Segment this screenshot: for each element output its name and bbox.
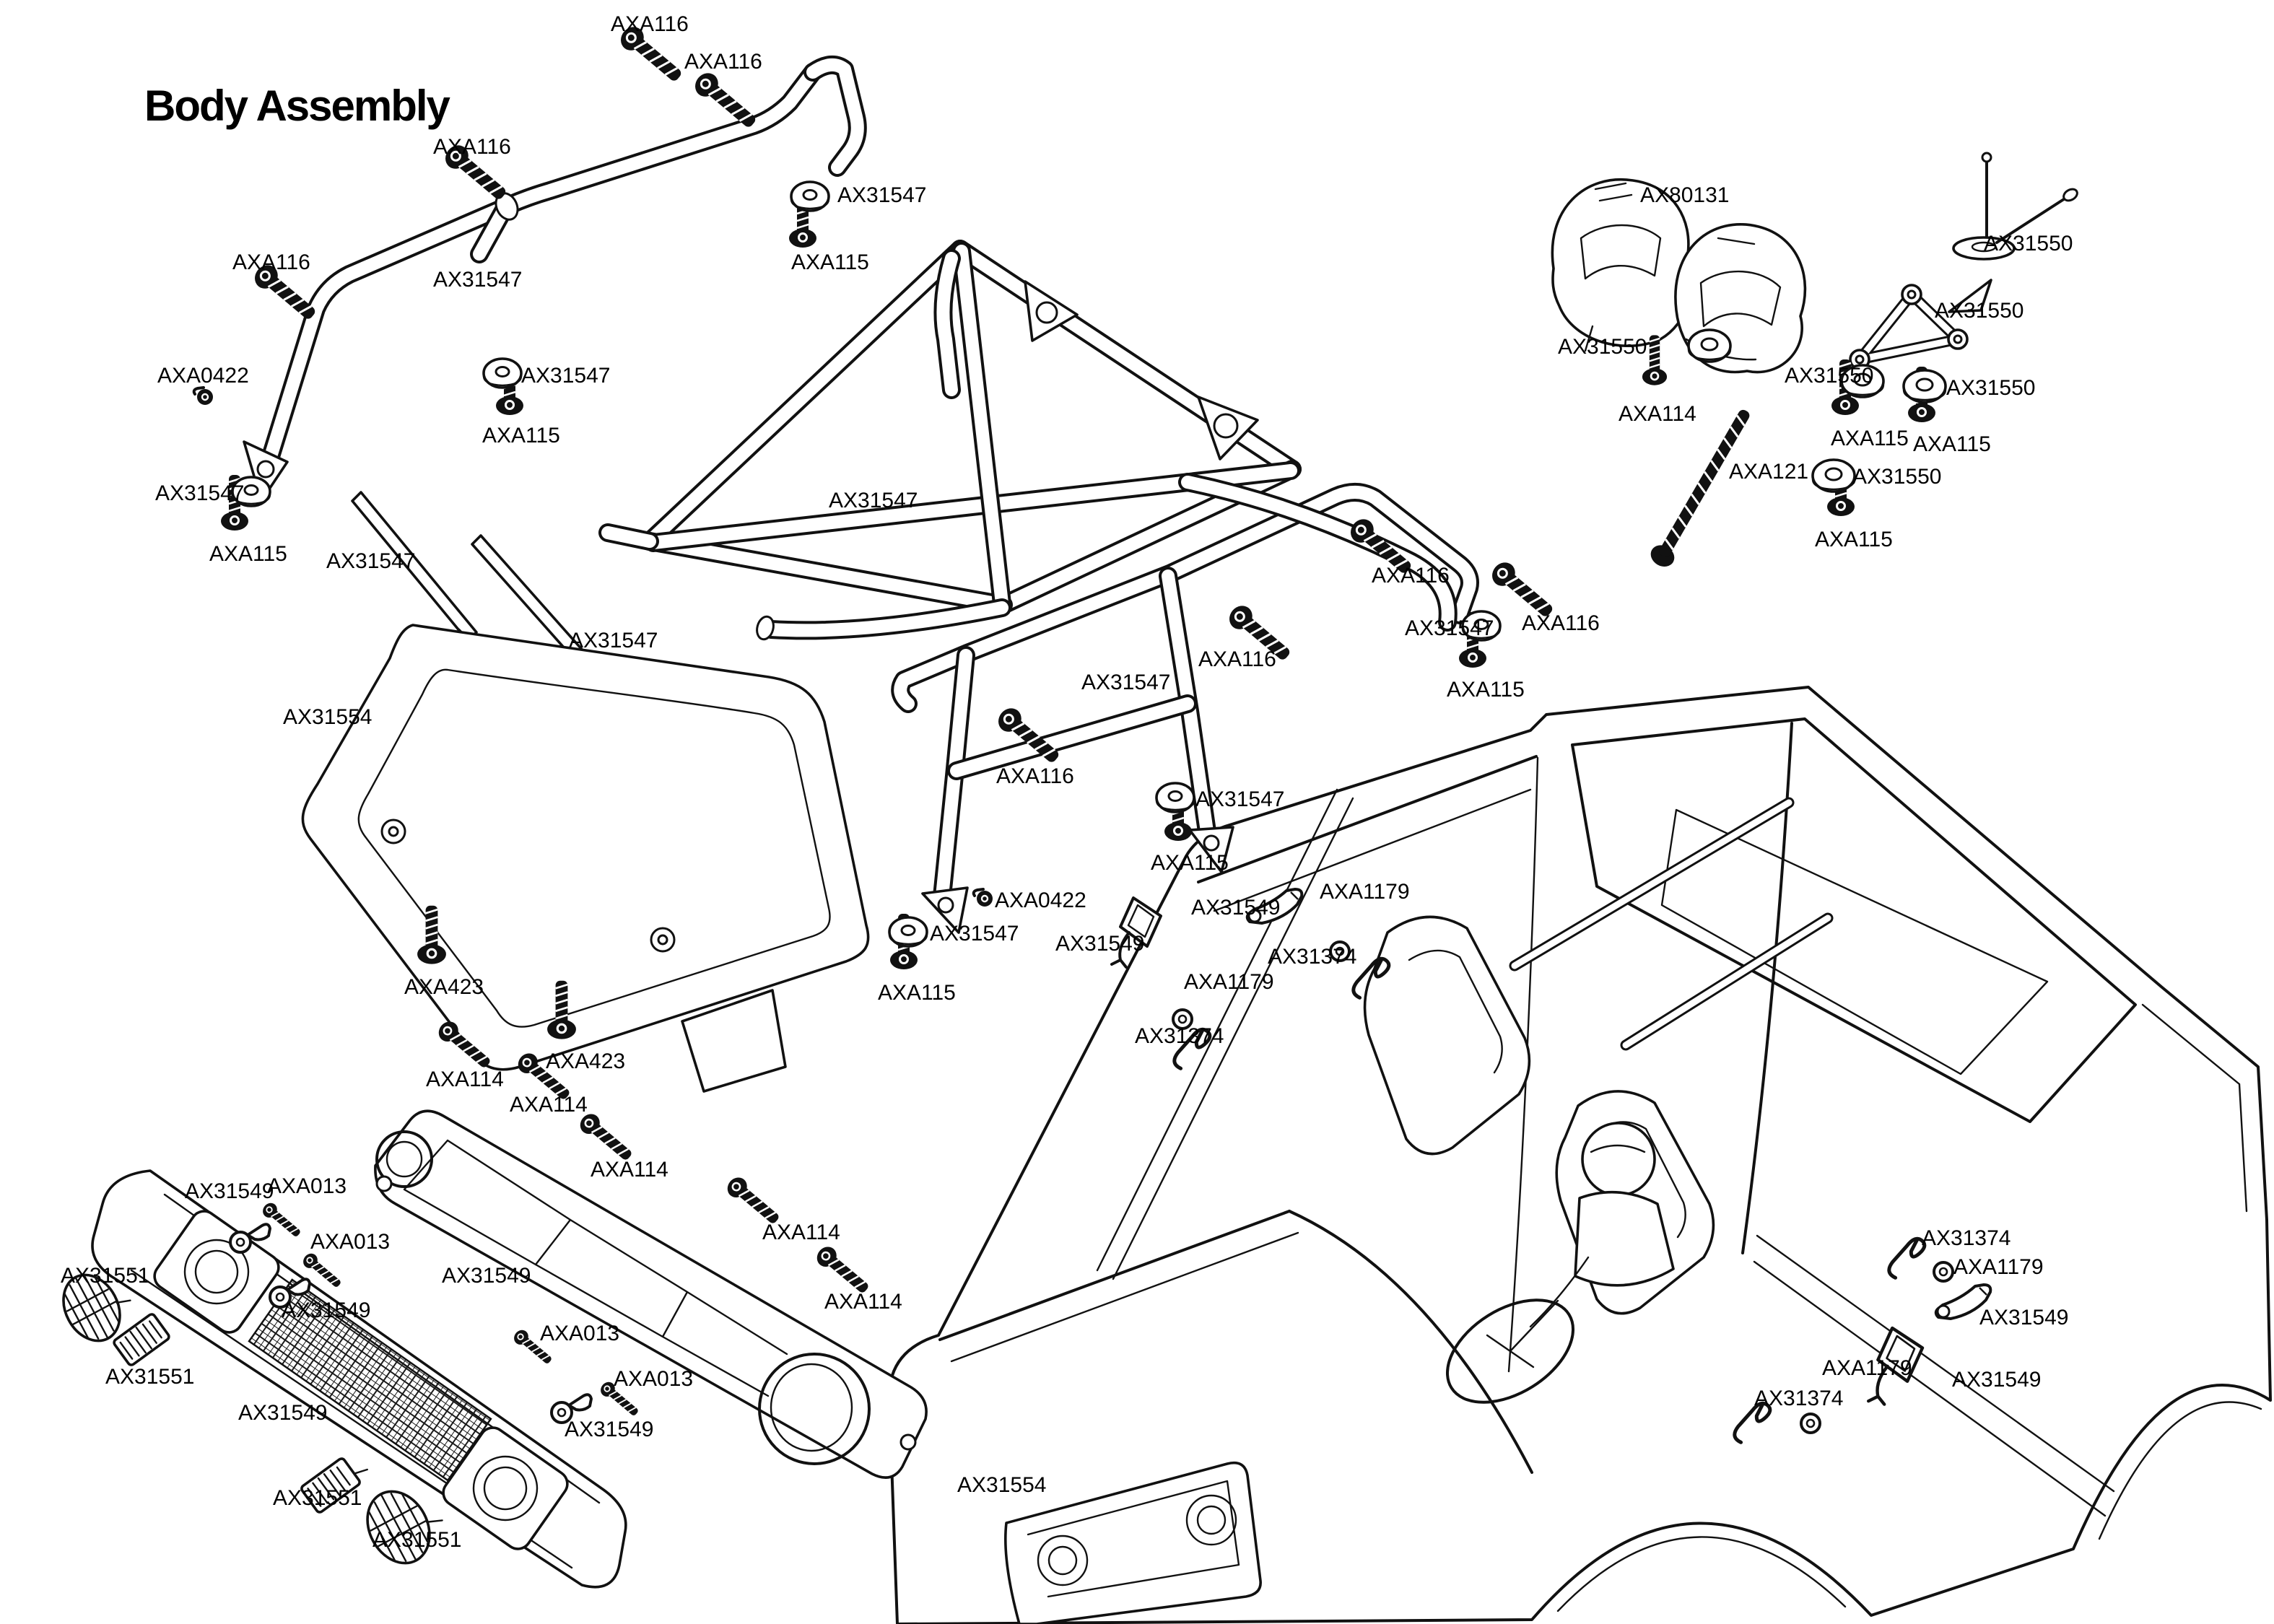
ring-icon — [1329, 940, 1351, 962]
washer-icon — [888, 916, 928, 948]
screw-side-icon — [510, 1326, 556, 1368]
rear-cage-drawing — [891, 473, 1479, 934]
screw-long-icon — [1645, 403, 1759, 572]
screw-side-icon — [614, 21, 688, 89]
washer-icon — [231, 476, 271, 507]
screw-side-icon — [439, 139, 513, 207]
mirror-icon — [1110, 896, 1162, 969]
roof-frame-drawing — [598, 240, 1302, 641]
screw-side-icon — [722, 1172, 785, 1230]
washer-icon — [1461, 610, 1502, 642]
nut-icon — [972, 888, 994, 908]
screw-side-icon — [248, 259, 322, 327]
clip-icon — [1882, 1236, 1932, 1279]
ring-icon — [1172, 1008, 1193, 1030]
washer-lg-icon — [1811, 458, 1856, 493]
washer-icon — [482, 357, 523, 389]
page-title: Body Assembly — [144, 82, 450, 130]
helmet-drawing — [1551, 178, 1807, 374]
screw-side-icon — [597, 1378, 642, 1420]
washer-lg-icon — [1902, 369, 1947, 403]
ring-icon — [1800, 1413, 1821, 1434]
handle-icon — [1934, 1283, 1992, 1320]
grille-frame-drawing — [374, 1109, 928, 1479]
washer-lg-icon — [1687, 328, 1732, 363]
screw-side-icon — [689, 67, 762, 135]
latch-icon — [550, 1393, 593, 1424]
washer-lg-icon — [1840, 364, 1885, 398]
screw-side-icon — [1223, 600, 1297, 668]
screw-side-icon — [811, 1241, 874, 1299]
antenna-drawing — [1952, 152, 2078, 261]
washer-icon — [790, 180, 830, 212]
windshield-drawing — [301, 624, 870, 1093]
truck-body-drawing — [887, 686, 2272, 1624]
screw-side-icon — [575, 1109, 637, 1166]
washer-icon — [1155, 782, 1195, 813]
clip-icon — [1728, 1401, 1777, 1444]
mirror-icon — [1868, 1328, 1922, 1405]
front-cage-drawing — [243, 56, 867, 502]
grille-drawing — [62, 1169, 627, 1589]
latch-icon — [229, 1223, 271, 1254]
screw-side-icon — [1486, 556, 1559, 624]
nut-icon — [192, 386, 214, 406]
clip-icon — [1167, 1027, 1217, 1070]
mount-bracket-drawing — [1849, 279, 1992, 370]
ring-icon — [1933, 1261, 1954, 1283]
